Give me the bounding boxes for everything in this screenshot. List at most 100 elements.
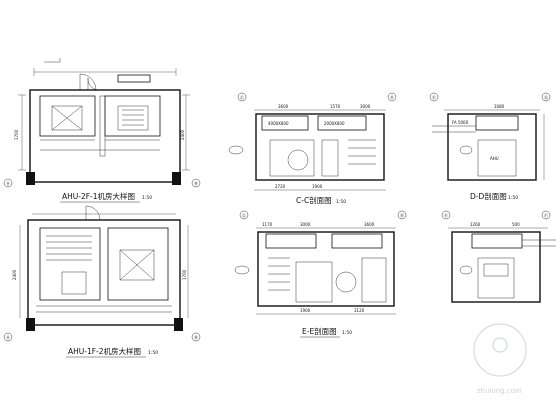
plan-ahu-1f-outline [27, 219, 181, 326]
ahu-unit-left [39, 95, 96, 137]
duct-branch [432, 125, 476, 133]
axis-bubble [191, 178, 201, 188]
elevation-marker [228, 145, 244, 155]
axis-label: Ⓓ [400, 212, 404, 218]
section-title: C-C剖面图 [296, 195, 332, 205]
axis-label: Ⓑ [194, 180, 198, 186]
axis-bubble [441, 210, 451, 220]
duct [261, 115, 309, 131]
dimension-line [33, 68, 177, 76]
duct-lines [36, 305, 172, 313]
axis-label: Ⓐ [6, 180, 10, 186]
axis-bubble [3, 178, 13, 188]
column [174, 318, 183, 331]
axis-bubble [397, 210, 407, 220]
section-ee: 1170 3000 3600 1900 3120 Ⓒ Ⓓ E-E剖面图 1:50 [234, 210, 407, 338]
axis-label: Ⓕ [544, 212, 548, 218]
duct [265, 233, 317, 249]
section-dd-outline [447, 113, 537, 181]
section-title: D-D剖面图 [470, 191, 507, 201]
section-cc: 3600 1570 3000 4000X800 2000X800 2720 19… [228, 92, 397, 205]
fan-cross [119, 249, 155, 281]
duct-label: 2000X800 [324, 121, 345, 126]
axis-label: Ⓐ [6, 334, 10, 340]
ahu-unit-left [39, 227, 101, 301]
section-title: E-E剖面图 [302, 326, 337, 336]
axis-bubble [429, 92, 439, 102]
axis-bubble [541, 210, 551, 220]
watermark-text: zhulong.com [477, 387, 522, 395]
axis-label: Ⓔ [432, 94, 436, 100]
dimension-line [18, 94, 26, 171]
axis-bubble [237, 92, 247, 102]
plan-title: AHU-1F-2机房大样图 [68, 346, 141, 356]
dimension-line [182, 94, 190, 171]
dimension-label: 3000 [300, 222, 311, 227]
filter [321, 139, 339, 177]
section-scale: 1:50 [342, 330, 352, 336]
plan-title: AHU-2F-1机房大样图 [62, 191, 135, 201]
plan-ahu-1f: 2400 1700 Ⓐ Ⓑ AHU-1F-2机房大样图 1:50 [3, 205, 201, 358]
dimension-label: 3600 [278, 104, 289, 109]
axis-bubble [387, 92, 397, 102]
duct-opening [117, 74, 151, 83]
watermark: zhulong.com [473, 323, 527, 395]
elevation-marker [234, 265, 250, 275]
axis-bubble [191, 332, 201, 342]
dimension-label: 1900 [312, 184, 323, 189]
door-swing [85, 205, 101, 221]
fan-wheel [287, 149, 309, 171]
ahu-unit [295, 261, 333, 303]
axis-label: Ⓓ [390, 94, 394, 100]
dimension-label: 1080 [494, 104, 505, 109]
column [26, 172, 35, 185]
section-scale: 1:50 [336, 199, 346, 205]
axis-label: Ⓔ [444, 212, 448, 218]
elevation-marker [459, 265, 473, 275]
plan-scale: 1:50 [148, 350, 158, 356]
duct [475, 115, 519, 131]
dimension-label: 1260 [470, 222, 481, 227]
partition [99, 95, 106, 157]
axis-bubble [3, 332, 13, 342]
section-f-outline [451, 231, 541, 303]
ahu-unit [269, 139, 315, 177]
plan-ahu-2f: 1700 2400 Ⓐ Ⓑ AHU-2F-1机房大样图 1:50 [3, 58, 201, 203]
axis-bubble [541, 92, 551, 102]
elevation-marker [459, 145, 473, 155]
column [26, 318, 35, 331]
dimension-label: 1570 [330, 104, 341, 109]
plan-ahu-2f-outline [29, 89, 181, 183]
dimension-label: 500 [512, 222, 520, 227]
duct [331, 233, 383, 249]
ahu-unit-right [107, 227, 169, 301]
dimension-label: 1700 [182, 269, 187, 280]
dimension-label: 3000 [360, 104, 371, 109]
dimension-label: 3120 [354, 308, 365, 313]
section-scale: 1:50 [508, 195, 518, 201]
coil-lines [122, 109, 144, 126]
fan-box [61, 271, 87, 295]
column [172, 172, 181, 185]
dimension-label: 1900 [300, 308, 311, 313]
duct-label: 4000X800 [268, 121, 289, 126]
section-ee-outline [257, 231, 395, 307]
filter [361, 257, 387, 303]
ahu-label: AHU [490, 156, 499, 161]
watermark-logo-icon [492, 337, 508, 353]
fa-label: FA 5000 [452, 120, 469, 125]
axis-label: Ⓒ [242, 212, 246, 218]
duct [471, 233, 523, 249]
dimension-label: 1700 [14, 129, 19, 140]
plan-scale: 1:50 [142, 195, 152, 201]
fan-wheel [335, 271, 357, 293]
ahu-unit [477, 139, 517, 177]
door-swing [79, 73, 97, 91]
axis-label: Ⓖ [544, 94, 548, 100]
leader [44, 58, 61, 63]
door-swing [87, 77, 100, 91]
stair-lines [268, 257, 290, 291]
dimension-label: 2720 [275, 184, 286, 189]
fan-box [119, 249, 155, 281]
